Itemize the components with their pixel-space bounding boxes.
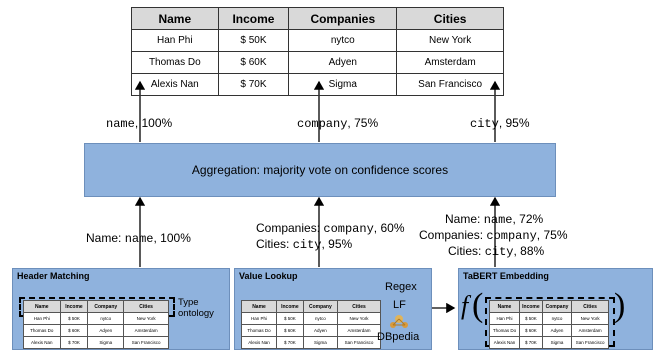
table-cell: Thomas Do [131, 51, 219, 74]
function-symbol: f [461, 291, 469, 320]
top-label-city: city, 95% [470, 116, 530, 131]
tabert-title: TaBERT Embedding [463, 271, 549, 281]
table-cell: nytco [288, 29, 398, 52]
table-cell: Han Phi [131, 29, 219, 52]
table-cell: $ 60K [217, 51, 290, 74]
header-matching-output: Name: name, 100% [86, 231, 191, 246]
tabert-output-3: Cities: city, 88% [448, 244, 545, 259]
open-paren-icon: ( [472, 287, 484, 324]
value-lookup-title: Value Lookup [239, 271, 298, 281]
table-row: Han Phi $ 50K nytco New York [131, 29, 504, 52]
table-cell: Amsterdam [396, 51, 504, 74]
type-ontology-label: Type ontology [178, 297, 214, 319]
aggregation-box: Aggregation: majority vote on confidence… [84, 143, 556, 197]
table-cell: Sigma [288, 73, 398, 96]
close-paren-icon: ) [614, 287, 626, 324]
table-cell: San Francisco [396, 73, 504, 96]
value-lookup-output-2: Cities: city, 95% [256, 237, 353, 252]
table-cell: $ 70K [217, 73, 290, 96]
top-label-company: company, 75% [297, 116, 379, 131]
col-header-income: Income [217, 7, 290, 30]
table-cell: New York [396, 29, 504, 52]
top-label-name: name, 100% [106, 116, 173, 131]
value-lookup-output-1: Companies: company, 60% [256, 221, 405, 236]
result-table: Name Income Companies Cities Han Phi $ 5… [131, 7, 504, 96]
dbpedia-logo-icon [390, 315, 408, 328]
tabert-output-1: Name: name, 72% [445, 212, 544, 227]
aggregation-label: Aggregation: majority vote on confidence… [191, 163, 449, 177]
dbpedia-label: DBpedia [377, 331, 420, 343]
table-cell: $ 50K [217, 29, 290, 52]
table-row: Thomas Do $ 60K Adyen Amsterdam [131, 51, 504, 74]
header-matching-title: Header Matching [17, 271, 90, 281]
col-header-cities: Cities [396, 7, 504, 30]
tabert-output-2: Companies: company, 75% [419, 228, 568, 243]
table-cell: Alexis Nan [131, 73, 219, 96]
regex-label: Regex [385, 281, 417, 293]
col-header-companies: Companies [288, 7, 398, 30]
lf-label: LF [393, 299, 406, 311]
table-cell: Adyen [288, 51, 398, 74]
table-row: Alexis Nan $ 70K Sigma San Francisco [131, 73, 504, 96]
col-header-name: Name [131, 7, 219, 30]
